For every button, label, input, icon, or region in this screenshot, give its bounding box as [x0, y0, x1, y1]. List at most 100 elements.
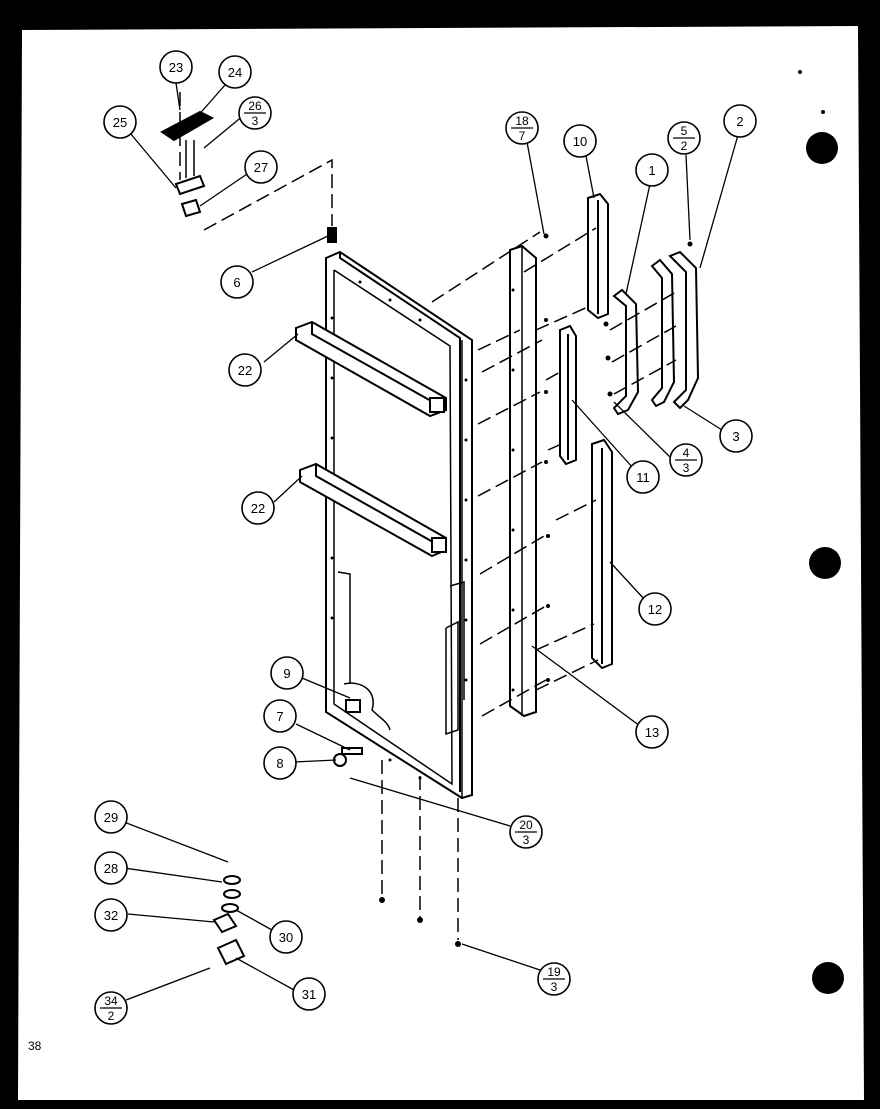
callout-circle [635, 715, 669, 749]
callout-label: 22 [238, 363, 252, 378]
callout-label: 25 [113, 115, 127, 130]
top-hinge-assembly [160, 110, 337, 243]
callout-27: 27 [244, 150, 278, 184]
callout-circle [218, 55, 252, 89]
callout-label: 2 [736, 114, 743, 129]
door-cutout [337, 571, 465, 736]
shelf-bracket-lower [299, 462, 447, 558]
callout-label: 8 [276, 756, 283, 771]
callout-8: 8 [263, 746, 297, 780]
callout-label: 29 [104, 810, 118, 825]
door-strip-13 [509, 244, 537, 718]
callout-denominator: 2 [681, 139, 688, 153]
callout-31: 31 [292, 977, 326, 1011]
callout-7: 7 [263, 699, 297, 733]
callout-label: 22 [251, 501, 265, 516]
callout-2: 2 [723, 104, 757, 138]
callout-numerator: 34 [104, 994, 118, 1008]
callout-denominator: 3 [252, 114, 259, 128]
bottom-screws [379, 897, 461, 947]
callout-numerator: 5 [681, 124, 688, 138]
callout-22a: 22 [228, 353, 262, 387]
callout-18-7: 187 [505, 111, 539, 145]
callout-circle [263, 699, 297, 733]
callout-1: 1 [635, 153, 669, 187]
callout-label: 13 [645, 725, 659, 740]
trim-11 [559, 324, 577, 466]
callout-11: 11 [626, 460, 660, 494]
callout-20-3: 203 [509, 815, 543, 849]
callout-label: 32 [104, 908, 118, 923]
callout-numerator: 4 [683, 446, 690, 460]
callout-circle [228, 353, 262, 387]
callout-circle [635, 153, 669, 187]
callout-4-3: 43 [669, 443, 703, 477]
callout-circle [638, 592, 672, 626]
callout-label: 9 [283, 666, 290, 681]
callout-circle [263, 746, 297, 780]
callout-circle [220, 265, 254, 299]
callout-label: 11 [636, 470, 650, 485]
binder-hole-bottom [812, 962, 844, 994]
callout-24: 24 [218, 55, 252, 89]
callout-25: 25 [103, 105, 137, 139]
handle-part-2 [668, 250, 700, 410]
callout-34-2: 342 [94, 991, 128, 1025]
callout-label: 12 [648, 602, 662, 617]
callout-9: 9 [270, 656, 304, 690]
trim-10 [587, 192, 609, 320]
screws [543, 233, 693, 682]
callout-circle [719, 419, 753, 453]
callout-label: 1 [648, 163, 655, 178]
callout-numerator: 18 [515, 114, 529, 128]
callout-circle [103, 105, 137, 139]
callout-6: 6 [220, 265, 254, 299]
shelf-bracket-upper [295, 320, 447, 418]
callout-label: 10 [573, 134, 587, 149]
callout-label: 27 [254, 160, 268, 175]
callout-leaders [123, 82, 739, 1001]
callout-denominator: 2 [108, 1009, 115, 1023]
callout-denominator: 7 [519, 129, 526, 143]
callout-3: 3 [719, 419, 753, 453]
callout-26-3: 263 [238, 96, 272, 130]
callout-10: 10 [563, 124, 597, 158]
callout-label: 7 [276, 709, 283, 724]
callout-circle [292, 977, 326, 1011]
callout-label: 3 [732, 429, 739, 444]
callout-12: 12 [638, 592, 672, 626]
callout-circle [94, 851, 128, 885]
callout-numerator: 26 [248, 99, 262, 113]
callout-19-3: 193 [537, 962, 571, 996]
callout-label: 24 [228, 65, 242, 80]
callout-28: 28 [94, 851, 128, 885]
binder-hole-top [806, 132, 838, 164]
callout-32: 32 [94, 898, 128, 932]
callout-denominator: 3 [683, 461, 690, 475]
assembly-lines [179, 92, 677, 940]
callout-numerator: 20 [519, 818, 533, 832]
callout-denominator: 3 [523, 833, 530, 847]
callout-22b: 22 [241, 491, 275, 525]
callout-29: 29 [94, 800, 128, 834]
callout-13: 13 [635, 715, 669, 749]
callout-5-2: 52 [667, 121, 701, 155]
callout-circle [244, 150, 278, 184]
handle-part-1 [612, 288, 640, 416]
callout-circle [723, 104, 757, 138]
callout-30: 30 [269, 920, 303, 954]
callout-label: 6 [233, 275, 240, 290]
callout-circle [563, 124, 597, 158]
bottom-hinge-assembly [212, 699, 363, 966]
callout-label: 30 [279, 930, 293, 945]
callout-label: 23 [169, 60, 183, 75]
callout-numerator: 19 [547, 965, 561, 979]
callout-circle [94, 898, 128, 932]
callout-circle [94, 800, 128, 834]
callout-label: 31 [302, 987, 316, 1002]
callout-23: 23 [159, 50, 193, 84]
callout-circle [270, 656, 304, 690]
page-number: 38 [28, 1039, 42, 1053]
